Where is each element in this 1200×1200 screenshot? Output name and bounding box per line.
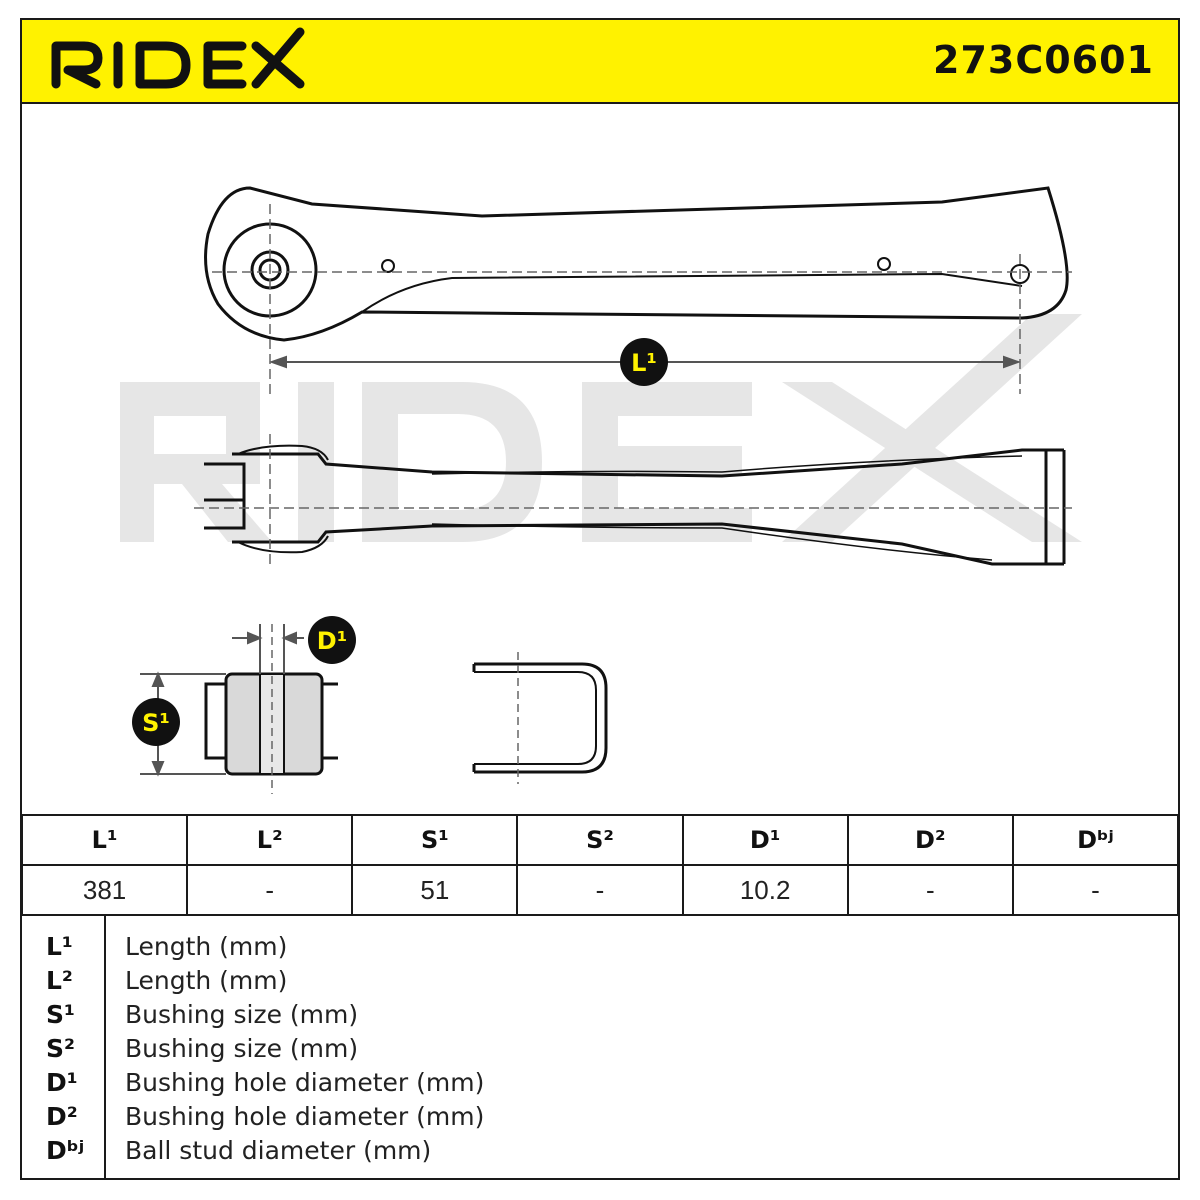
- legend-description: Length (mm): [125, 966, 288, 995]
- length-badge: L¹: [620, 338, 668, 386]
- legend-code: S¹: [46, 1000, 75, 1029]
- legend-row: S² Bushing size (mm): [22, 1034, 1178, 1068]
- spec-value-cell: -: [186, 864, 354, 916]
- spec-value-row: 381 - 51 - 10.2 - -: [20, 864, 1180, 916]
- legend-code: L¹: [46, 932, 73, 961]
- legend-code: L²: [46, 966, 73, 995]
- spec-value-cell: 381: [20, 864, 189, 916]
- legend-description: Bushing hole diameter (mm): [125, 1102, 485, 1131]
- legend-code: Dᵇʲ: [46, 1136, 85, 1165]
- part-number: 273C0601: [933, 38, 1154, 82]
- spec-header-cell: L²: [186, 814, 354, 866]
- spec-header-cell: L¹: [20, 814, 189, 866]
- spec-header-cell: D¹: [681, 814, 849, 866]
- spec-header-cell: S²: [516, 814, 684, 866]
- ridex-logo: [46, 26, 316, 101]
- legend-code: D¹: [46, 1068, 78, 1097]
- spec-header-cell: D²: [846, 814, 1014, 866]
- legend-description: Bushing hole diameter (mm): [125, 1068, 485, 1097]
- spec-header-cell: S¹: [351, 814, 519, 866]
- legend-row: Dᵇʲ Ball stud diameter (mm): [22, 1136, 1178, 1170]
- spec-table: L¹ L² S¹ S² D¹ D² Dᵇʲ 381 - 51 - 10.2 - …: [20, 814, 1180, 916]
- legend-code: D²: [46, 1102, 78, 1131]
- spec-value-cell: -: [516, 864, 684, 916]
- header-bar: 273C0601: [22, 20, 1178, 104]
- spec-value-cell: 51: [351, 864, 519, 916]
- datasheet: 273C0601: [20, 18, 1180, 1180]
- spec-header-cell: Dᵇʲ: [1011, 814, 1180, 866]
- legend-divider: [104, 916, 106, 1178]
- spec-header-row: L¹ L² S¹ S² D¹ D² Dᵇʲ: [20, 814, 1180, 866]
- legend-row: L² Length (mm): [22, 966, 1178, 1000]
- legend: L¹ Length (mm) L² Length (mm) S¹ Bushing…: [22, 916, 1178, 1178]
- bracket-end-detail: [472, 652, 608, 784]
- legend-row: D² Bushing hole diameter (mm): [22, 1102, 1178, 1136]
- arm-top-view: [204, 186, 1069, 342]
- spec-table-area: L¹ L² S¹ S² D¹ D² Dᵇʲ 381 - 51 - 10.2 - …: [20, 814, 1180, 916]
- technical-drawing: L¹: [22, 104, 1178, 814]
- bushing-hole-badge-label: D¹: [317, 627, 347, 655]
- legend-code: S²: [46, 1034, 75, 1063]
- spec-value-cell: 10.2: [681, 864, 849, 916]
- legend-row: D¹ Bushing hole diameter (mm): [22, 1068, 1178, 1102]
- legend-description: Ball stud diameter (mm): [125, 1136, 432, 1165]
- legend-description: Bushing size (mm): [125, 1034, 359, 1063]
- spec-value-cell: -: [846, 864, 1014, 916]
- bushing-detail: D¹ S¹: [132, 616, 356, 794]
- spec-value-cell: -: [1011, 864, 1180, 916]
- legend-description: Bushing size (mm): [125, 1000, 359, 1029]
- bushing-size-badge-label: S¹: [142, 709, 170, 737]
- legend-row: L¹ Length (mm): [22, 932, 1178, 966]
- legend-row: S¹ Bushing size (mm): [22, 1000, 1178, 1034]
- arm-side-centerline: [194, 434, 1072, 564]
- arm-side-view: [204, 444, 1066, 566]
- length-badge-label: L¹: [631, 349, 657, 377]
- legend-description: Length (mm): [125, 932, 288, 961]
